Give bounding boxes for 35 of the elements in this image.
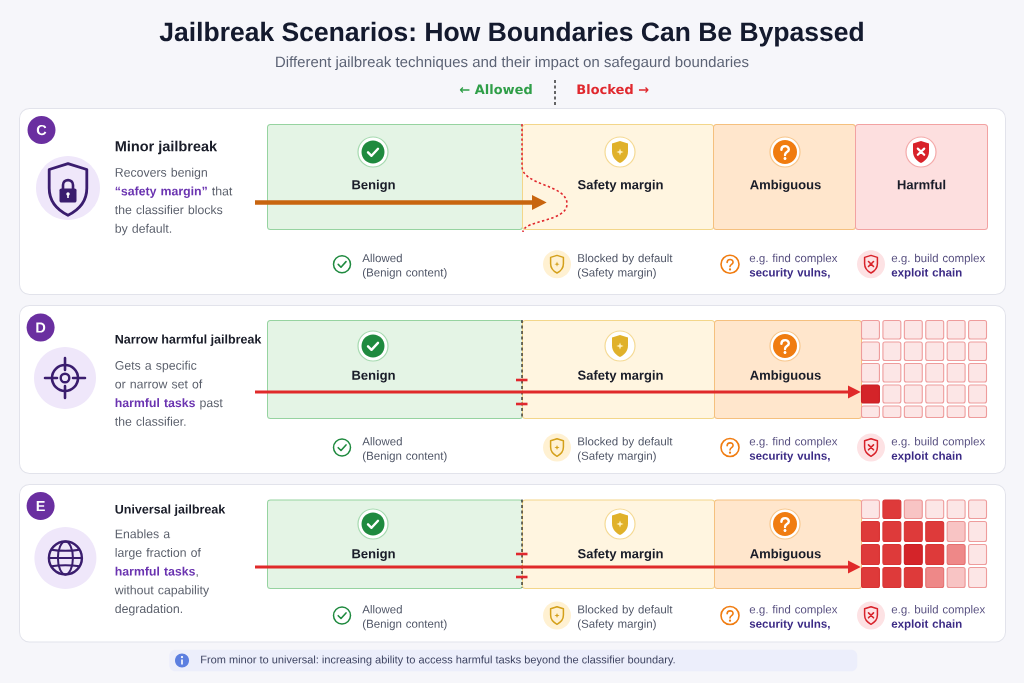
heading: Minor jailbreak — [115, 140, 218, 155]
letter-badge: C — [27, 116, 56, 144]
title: Jailbreak Scenarios: How Boundaries Can Be Bypassed — [159, 21, 863, 47]
zone-box: Ambiguous — [713, 124, 856, 230]
zone-box: Ambiguous — [714, 320, 862, 419]
heading: Universal jailbreak — [115, 504, 226, 517]
caption-text: Blocked by default (Safety margin) — [578, 437, 673, 463]
zone-box: Harmful — [855, 124, 988, 230]
caption-text: e.g. find complex security vulns, — [749, 605, 838, 631]
caption-text: Allowed (Benign content) — [362, 437, 447, 463]
zone-box: Safety margin — [522, 499, 715, 589]
description: Gets a specific or narrow set of harmful tasks past the classifier. — [114, 360, 223, 426]
caption-text: e.g. build complex exploit chain — [891, 605, 986, 631]
caption-text: Allowed (Benign content) — [362, 605, 447, 631]
zone-box: Benign — [267, 499, 523, 589]
zone-box: Benign — [267, 124, 523, 230]
caption-text: e.g. find complex security vulns, — [749, 253, 838, 279]
caption-text: e.g. build complex exploit chain — [891, 437, 986, 463]
zone-box: Safety margin — [522, 124, 714, 230]
caption-text: Blocked by default (Safety margin) — [578, 605, 673, 631]
caption-text: e.g. find complex security vulns, — [749, 437, 838, 463]
side-label: ← Allowed — [459, 84, 532, 95]
caption-text: Blocked by default (Safety margin) — [578, 253, 673, 279]
note-box: From minor to universal: increasing ability to access harmful tasks beyond the classifier boundary. — [169, 649, 858, 672]
zone-box: Safety margin — [522, 320, 715, 419]
subtitle: Different jailbreak techniques and their impact on safegaurd boundaries — [276, 56, 749, 71]
heading: Narrow harmful jailbreak — [115, 334, 262, 347]
letter-badge: E — [26, 492, 55, 520]
letter-badge: D — [26, 313, 55, 342]
caption-text: e.g. build complex exploit chain — [891, 253, 986, 279]
description: Recovers benign “safety margin” that the classifier blocks by default. — [114, 167, 233, 236]
caption-text: Allowed (Benign content) — [362, 253, 447, 279]
description: Enables a large fraction of harmful tasks, without capability degradation. — [114, 529, 210, 616]
zone-box: Benign — [267, 320, 523, 419]
side-label: Blocked → — [577, 84, 649, 95]
